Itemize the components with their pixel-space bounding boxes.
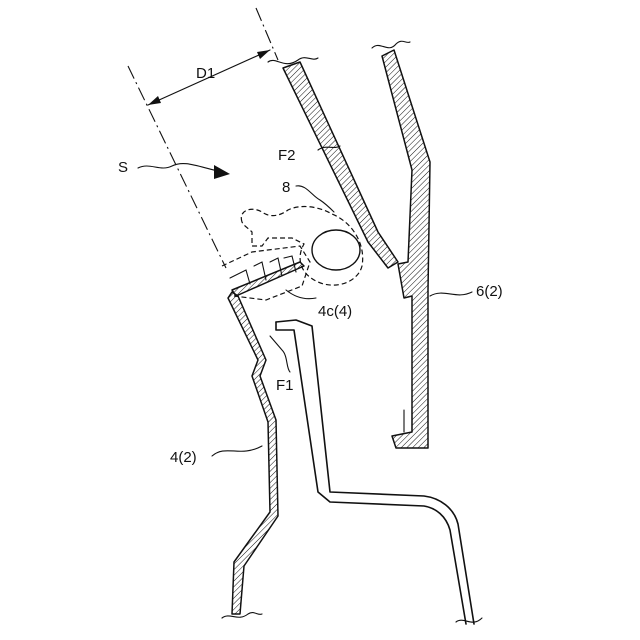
label-f1: F1 (276, 377, 294, 394)
ref4-leader (212, 446, 262, 456)
inner-panel-outer-edge (276, 320, 474, 624)
right-panel-break-line (372, 41, 410, 48)
inner-panel-inner-edge (276, 322, 466, 624)
upper-panel-f2 (283, 62, 398, 268)
lower-panel-4 (228, 292, 278, 614)
right-panel-slot (404, 410, 412, 432)
seal-outline-8 (241, 207, 362, 286)
seal-bulb (312, 230, 360, 270)
label-4: 4(2) (170, 449, 197, 466)
f1-leader (270, 336, 290, 372)
label-f2: F2 (278, 147, 296, 164)
lower-panel-break-line (222, 613, 262, 618)
flange-4c-leader (286, 290, 316, 299)
label-8: 8 (282, 179, 290, 196)
ref8-leader (296, 186, 334, 212)
label-s: S (118, 159, 128, 176)
inner-panel-break-line (456, 618, 482, 622)
s-arrow-line (138, 164, 222, 172)
ref6-leader (430, 292, 472, 296)
d1-arrowhead-right (257, 50, 270, 59)
label-6: 6(2) (476, 283, 503, 300)
label-4c: 4c(4) (318, 303, 352, 320)
upper-panel-break-line (268, 58, 318, 64)
s-arrowhead (214, 165, 230, 179)
d1-arrowhead-left (148, 96, 161, 105)
label-d1: D1 (196, 65, 215, 82)
flange-4c (232, 262, 304, 296)
